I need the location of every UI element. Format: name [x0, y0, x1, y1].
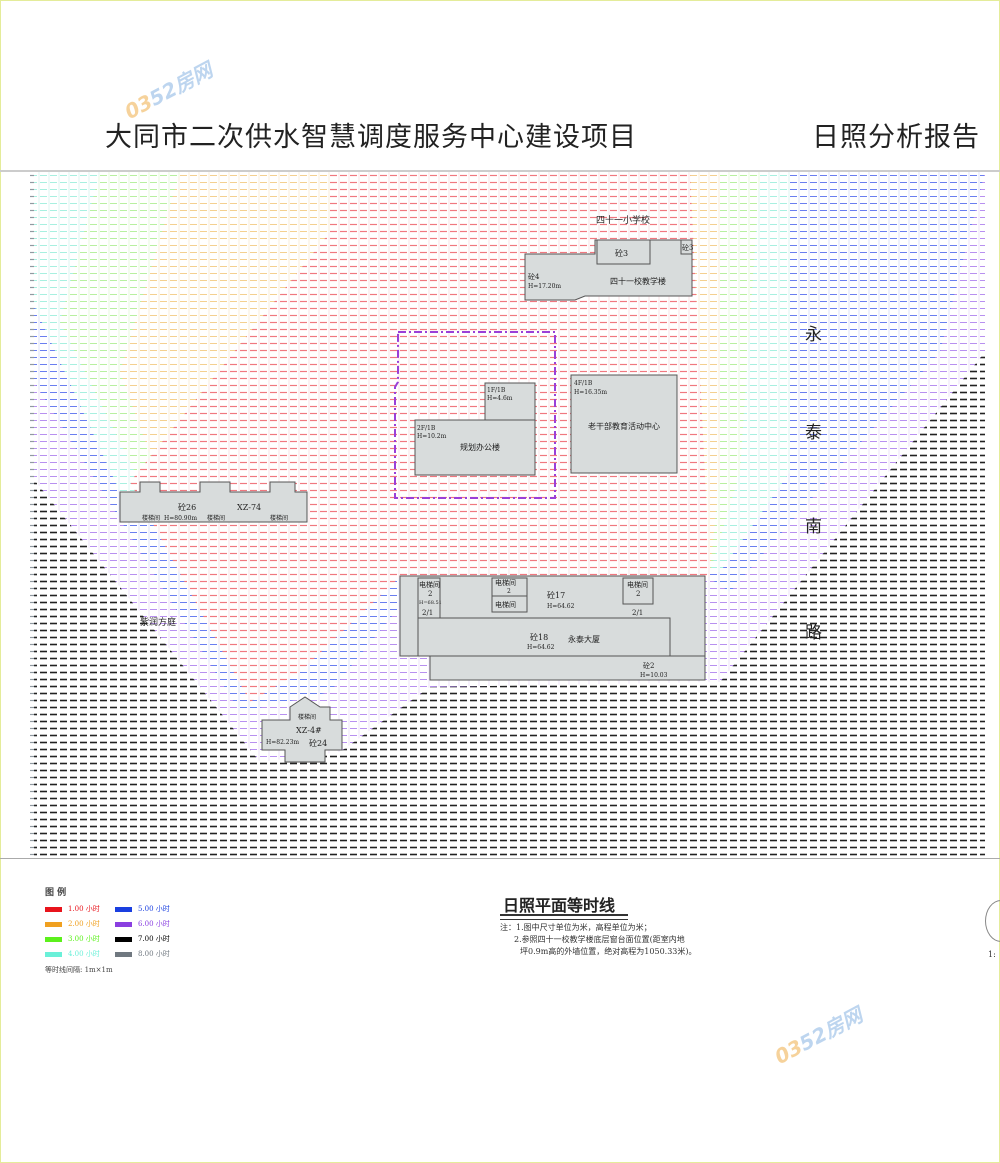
note-line: 2.参照四十一校教学楼底层窗台面位置(距室内地	[514, 935, 685, 944]
road-label-char: 路	[805, 623, 822, 643]
label-elev2: 电梯间	[495, 578, 516, 587]
building-school-b3b	[680, 239, 693, 255]
plan-notes: 注：1.图中尺寸单位为米，高程单位为米； 2.参照四十一校教学楼底层窗台面位置(…	[500, 922, 697, 958]
legend-swatch	[45, 906, 62, 912]
label-elder-floor: 4F/1B	[574, 380, 593, 387]
label-school-main: 四十一校教学楼	[610, 276, 666, 286]
legend-label: 2.00 小时	[68, 920, 100, 928]
label-xz74-b26: 砼26	[178, 502, 196, 512]
legend-swatch	[115, 921, 132, 927]
legend-item: 7.00 小时	[115, 934, 185, 944]
label-elev4: 电梯间	[627, 580, 648, 589]
building-yongtai-b2	[429, 655, 706, 681]
legend: 图 例 1.00 小时 5.00 小时 2.00 小时 6.00 小时 3.00 小时 7…	[45, 885, 185, 975]
report-title: 日照分析报告	[812, 122, 980, 153]
road-label-char: 南	[805, 517, 822, 537]
label-xz74-h: H=80.90m	[164, 515, 197, 522]
plan-title: 日照平面等时线	[503, 896, 616, 915]
label-ziyun: 紫润方庭	[140, 616, 176, 628]
label-school-b4: 砼4	[528, 272, 540, 281]
building-plan-office	[414, 419, 536, 476]
label-b2-h: H=10.03	[640, 672, 668, 679]
label-b17-h: H=64.62	[547, 603, 575, 610]
label-elev1-f: 2/1	[422, 609, 433, 617]
label-elev4-n: 2	[636, 590, 640, 598]
label-xz74-stair: 楼梯间	[207, 514, 225, 522]
legend-item: 4.00 小时	[45, 949, 115, 959]
legend-swatch	[45, 951, 62, 957]
label-elder-center: 老干部教育活动中心	[588, 421, 660, 431]
label-b17: 砼17	[547, 590, 565, 600]
label-xz4-h: H=82.23m	[266, 739, 299, 746]
legend-swatch	[115, 936, 132, 942]
legend-note: 等时线间隔: 1m×1m	[45, 966, 113, 974]
title-underline	[500, 914, 628, 920]
building-yongtai-elev4	[622, 577, 654, 605]
legend-swatch	[45, 936, 62, 942]
legend-item: 6.00 小时	[115, 919, 185, 929]
legend-label: 6.00 小时	[138, 920, 170, 928]
label-yongtai: 永泰大厦	[568, 634, 600, 644]
building-plan-office-annex	[484, 382, 536, 421]
label-xz74-stair: 楼梯间	[142, 514, 160, 522]
divider	[0, 858, 1000, 859]
label-elev4-f: 2/1	[632, 609, 643, 617]
label-xz4-b24: 砼24	[309, 738, 327, 748]
label-elder-h: H=16.35m	[574, 389, 607, 396]
legend-heading: 图 例	[45, 888, 67, 898]
label-school-b4-h: H=17.20m	[528, 283, 561, 290]
label-elev1: 电梯间	[419, 580, 440, 589]
legend-item: 3.00 小时	[45, 934, 115, 944]
label-elev1-h: H=68.51	[419, 600, 442, 606]
legend-item: 2.00 小时	[45, 919, 115, 929]
label-plan-office: 规划办公楼	[460, 442, 500, 452]
label-annex-floor: 1F/1B	[487, 387, 506, 394]
legend-item: 8.00 小时	[115, 949, 185, 959]
road-label-char: 永	[805, 325, 822, 345]
label-office-floor: 2F/1B	[417, 425, 436, 432]
label-xz4: XZ-4#	[296, 726, 322, 735]
legend-label: 1.00 小时	[68, 905, 100, 913]
legend-label: 7.00 小时	[138, 935, 170, 943]
label-school-b3: 砼3	[615, 248, 628, 258]
legend-item: 5.00 小时	[115, 904, 185, 914]
label-school-b3b: 砼3	[682, 243, 693, 252]
legend-label: 5.00 小时	[138, 905, 170, 913]
label-b18: 砼18	[530, 632, 548, 642]
building-yongtai-elev3	[491, 595, 528, 613]
label-xz4-stair: 楼梯间	[298, 713, 316, 721]
label-annex-h: H=4.6m	[487, 395, 513, 402]
building-elder-center	[570, 374, 678, 474]
zone-8h-left	[28, 172, 34, 858]
legend-label: 8.00 小时	[138, 950, 170, 958]
building-yongtai-b18	[417, 617, 671, 657]
note-line: 坪0.9m高的外墙位置，绝对高程为1050.33米)。	[520, 947, 697, 956]
label-xz74-stair: 楼梯间	[270, 514, 288, 522]
building-xz4	[261, 696, 343, 763]
label-xz74: XZ-74	[237, 503, 261, 512]
building-yongtai-elev1	[417, 577, 441, 619]
legend-swatch	[45, 921, 62, 927]
legend-swatch	[115, 906, 132, 912]
label-elev3: 电梯间	[495, 600, 516, 609]
project-title: 大同市二次供水智慧调度服务中心建设项目	[105, 122, 637, 153]
label-office-h: H=10.2m	[417, 433, 447, 440]
site-boundary	[394, 331, 556, 499]
road-label-char: 泰	[805, 423, 822, 443]
label-elev2-n: 2	[507, 588, 511, 595]
label-elev1-n: 2	[428, 590, 432, 598]
legend-label: 4.00 小时	[68, 950, 100, 958]
sunlight-map: 四十一小学校 砼3 砼3 砼4 H=17.20m 四十一校教学楼 1F/1B H…	[28, 172, 985, 858]
legend-item: 1.00 小时	[45, 904, 115, 914]
label-school-area: 四十一小学校	[596, 214, 650, 226]
label-b2: 砼2	[643, 661, 654, 670]
legend-label: 3.00 小时	[68, 935, 100, 943]
label-b18-h: H=64.62	[527, 644, 555, 651]
building-school-b3	[596, 239, 651, 265]
note-line: 注：1.图中尺寸单位为米，高程单位为米；	[500, 923, 652, 932]
building-xz74	[119, 481, 308, 523]
divider	[0, 170, 1000, 172]
edge-label: 1:	[988, 950, 996, 959]
legend-swatch	[115, 951, 132, 957]
